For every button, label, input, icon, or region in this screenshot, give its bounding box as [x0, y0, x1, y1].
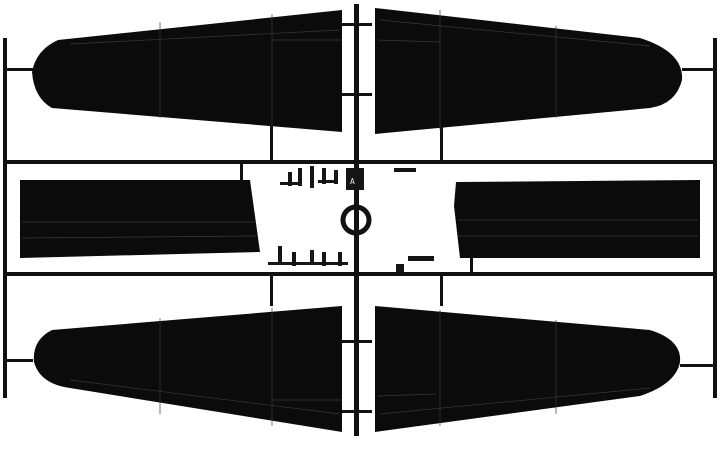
gate — [340, 93, 372, 96]
gate — [5, 68, 33, 71]
small-parts-cluster: A — [268, 166, 434, 272]
right-flap-panel — [454, 180, 700, 258]
gate — [340, 410, 372, 413]
lower-right-wing-panel — [375, 306, 681, 432]
upper-right-wing-panel — [375, 8, 683, 134]
sprue-upper-bar — [5, 160, 715, 164]
gate — [470, 256, 473, 272]
gate — [340, 340, 372, 343]
sprue-lower-bar — [5, 272, 715, 276]
gate — [440, 276, 443, 306]
sprue-letter: A — [350, 177, 355, 186]
sprue-frame — [3, 4, 717, 436]
gate — [680, 364, 714, 367]
gate — [270, 122, 273, 160]
gate — [682, 68, 714, 71]
sprue-center-rail — [354, 4, 359, 436]
sprue-ring — [340, 204, 372, 236]
gate — [340, 23, 372, 26]
upper-left-wing-panel — [32, 10, 342, 132]
gate — [270, 276, 273, 306]
sprue-left-rail — [3, 38, 7, 398]
gate — [240, 164, 243, 182]
gate — [5, 359, 33, 362]
gate — [440, 122, 443, 160]
left-flap-panel — [20, 180, 260, 258]
lower-left-wing-panel — [33, 306, 343, 432]
sprue-right-rail — [713, 38, 717, 398]
